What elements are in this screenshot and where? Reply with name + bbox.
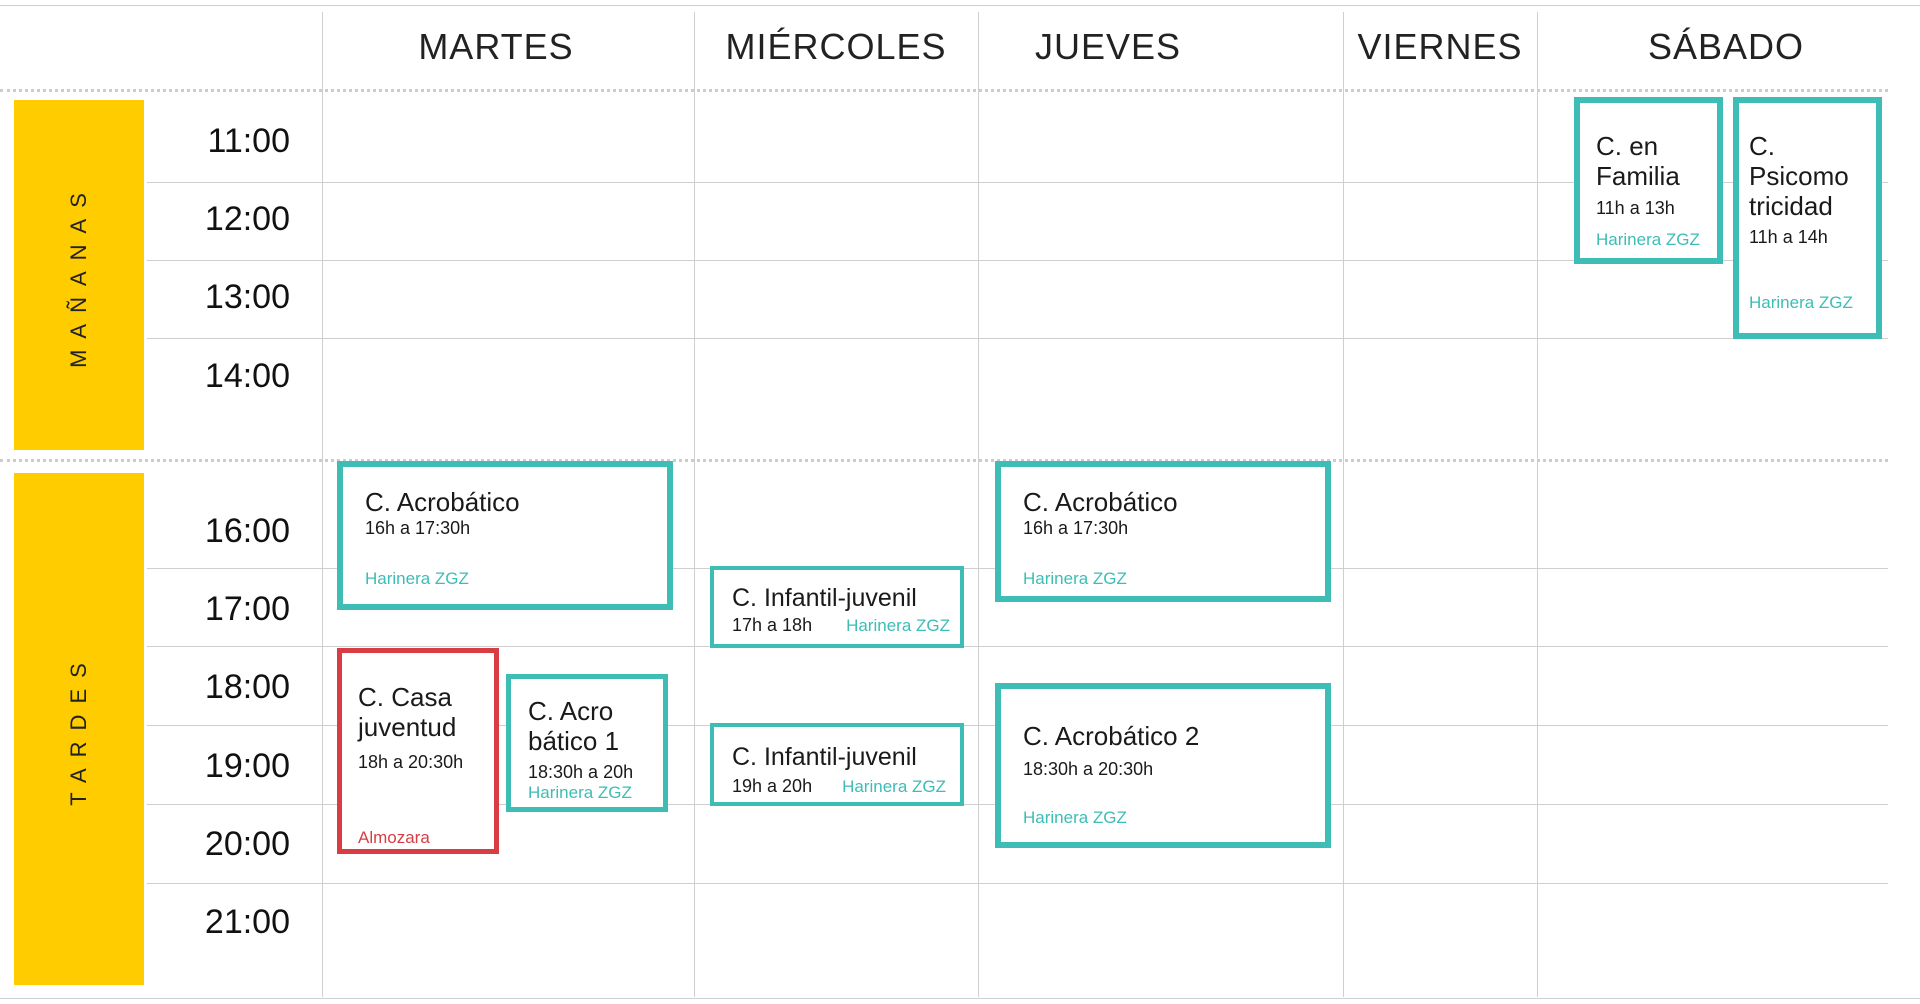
event-location: Almozara	[358, 828, 430, 847]
event-time: 17h a 18h	[732, 615, 813, 635]
event-time: 18:30h a 20:30h	[1023, 759, 1154, 779]
event-time: 18:30h a 20h	[528, 762, 634, 782]
event-card[interactable]: C. Psicomo tricidad 11h a 14h Harinera Z…	[1733, 97, 1882, 339]
top-border	[0, 5, 1920, 6]
event-location: Harinera ZGZ	[528, 783, 632, 802]
period-divider	[0, 459, 1888, 462]
header-divider	[0, 89, 1888, 92]
day-header-miercoles: MIÉRCOLES	[725, 26, 947, 67]
event-location: Harinera ZGZ	[842, 777, 946, 796]
row-divider	[147, 338, 1888, 339]
time-label: 16:00	[204, 512, 290, 550]
time-label: 13:00	[204, 278, 290, 316]
event-card[interactable]: C. Infantil-juvenil 19h a 20h Harinera Z…	[710, 723, 964, 806]
period-label: MAÑANAS	[66, 182, 92, 368]
row-divider	[147, 260, 1888, 261]
row-divider	[147, 883, 1888, 884]
period-label: TARDES	[66, 652, 92, 806]
event-card[interactable]: C. Acro bático 1 18:30h a 20h Harinera Z…	[506, 674, 668, 812]
period-tardes: TARDES	[14, 473, 144, 985]
event-card[interactable]: C. Acrobático 16h a 17:30h Harinera ZGZ	[337, 461, 673, 610]
time-label: 12:00	[204, 200, 290, 238]
event-time: 16h a 17:30h	[365, 518, 471, 538]
period-mananas: MAÑANAS	[14, 100, 144, 450]
event-location: Harinera ZGZ	[1023, 569, 1127, 588]
event-title: C. Acrobático	[365, 487, 520, 517]
event-title: C. Psicomo tricidad	[1749, 131, 1849, 221]
event-time: 11h a 13h	[1596, 198, 1675, 218]
column-divider	[322, 12, 323, 997]
event-card[interactable]: C. Casa juventud 18h a 20:30h Almozara	[337, 648, 499, 854]
event-title: C. Infantil-juvenil	[732, 743, 917, 771]
time-label: 14:00	[204, 357, 290, 395]
event-title: C. Acro bático 1	[528, 696, 620, 756]
day-header-martes: MARTES	[418, 26, 574, 67]
time-label: 20:00	[204, 825, 290, 863]
day-header-sabado: SÁBADO	[1647, 26, 1805, 67]
event-card[interactable]: C. en Familia 11h a 13h Harinera ZGZ	[1574, 97, 1723, 264]
event-location: Harinera ZGZ	[1749, 293, 1853, 312]
event-time: 16h a 17:30h	[1023, 518, 1129, 538]
event-card[interactable]: C. Acrobático 2 18:30h a 20:30h Harinera…	[995, 683, 1331, 848]
event-card[interactable]: C. Infantil-juvenil 17h a 18h Harinera Z…	[710, 566, 964, 648]
event-title: C. Acrobático 2	[1023, 721, 1200, 751]
event-title: C. Acrobático	[1023, 487, 1178, 517]
event-location: Harinera ZGZ	[846, 616, 950, 635]
day-header-jueves: JUEVES	[1034, 26, 1182, 67]
event-location: Harinera ZGZ	[1596, 230, 1700, 249]
event-title: C. Infantil-juvenil	[732, 584, 917, 612]
event-location: Harinera ZGZ	[1023, 808, 1127, 827]
column-divider	[1343, 12, 1344, 997]
event-time: 19h a 20h	[732, 776, 813, 796]
event-time: 18h a 20:30h	[358, 752, 464, 772]
time-label: 11:00	[207, 122, 290, 160]
column-divider	[694, 12, 695, 997]
column-divider	[1537, 12, 1538, 997]
event-card[interactable]: C. Acrobático 16h a 17:30h Harinera ZGZ	[995, 461, 1331, 602]
time-label: 19:00	[204, 747, 290, 785]
time-label: 21:00	[204, 903, 290, 941]
bottom-border	[0, 998, 1920, 999]
event-title: C. Casa juventud	[358, 682, 457, 742]
row-divider	[147, 646, 1888, 647]
time-label: 18:00	[204, 668, 290, 706]
event-time: 11h a 14h	[1749, 227, 1828, 247]
column-divider	[978, 12, 979, 997]
time-label: 17:00	[204, 590, 290, 628]
event-title: C. en Familia	[1596, 131, 1680, 191]
day-header-viernes: VIERNES	[1357, 26, 1523, 67]
row-divider	[147, 182, 1888, 183]
event-location: Harinera ZGZ	[365, 569, 469, 588]
